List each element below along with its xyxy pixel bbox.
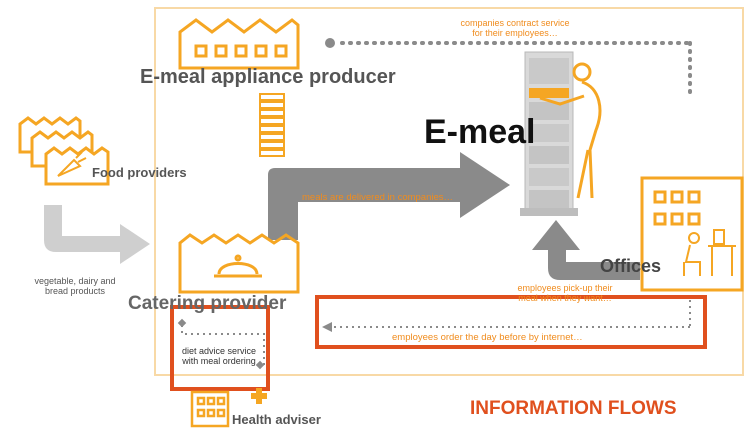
building-cross-icon <box>190 388 267 428</box>
stacked-cards-carrot-icon <box>18 116 110 186</box>
order-flow-line <box>322 300 691 332</box>
health-adviser-label: Health adviser <box>232 412 321 427</box>
appliance-stack-icon <box>259 93 285 157</box>
vending-machine-icon <box>520 51 578 216</box>
supply-arrow <box>44 205 150 264</box>
offices-label: Offices <box>600 256 662 276</box>
order-flow-label: employees order the day before by intern… <box>392 332 583 343</box>
catering-label: Catering provider <box>128 293 287 314</box>
emeal-label: E-meal <box>424 113 536 151</box>
office-building-icon <box>640 176 744 292</box>
person-icon <box>539 62 602 199</box>
food-providers-label: Food providers <box>92 165 187 180</box>
contract-flow-label: companies contract service for their emp… <box>460 18 570 38</box>
factory-icon <box>178 18 300 70</box>
factory-cloche-icon <box>178 233 300 294</box>
diet-service-highlight <box>170 305 270 391</box>
contract-flow-line <box>325 38 692 94</box>
desk-person-icon <box>683 229 736 276</box>
order-flow-highlight <box>315 295 707 349</box>
pickup-flow-label: employees pick-up their meal when they w… <box>517 283 613 303</box>
information-flows-title: INFORMATION FLOWS <box>470 398 677 419</box>
carrot-icon <box>57 151 87 177</box>
delivered-flow-label: meals are delivered in companies… <box>302 192 454 203</box>
delivery-arrow <box>268 152 510 240</box>
producer-label: E-meal appliance producer <box>140 66 396 88</box>
pickup-arrow <box>532 220 640 280</box>
diet-service-label: diet advice service with meal ordering <box>181 346 257 366</box>
products-flow-label: vegetable, dairy and bread products <box>34 276 116 296</box>
diet-flow-line <box>177 318 265 370</box>
